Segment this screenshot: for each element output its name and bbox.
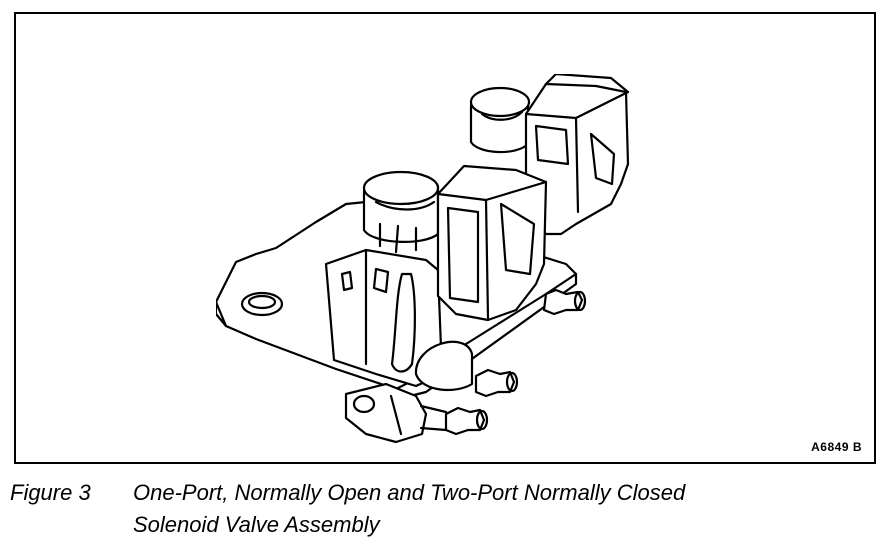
caption-label: Figure 3 bbox=[10, 480, 91, 505]
front-connector-housing bbox=[436, 164, 548, 322]
caption-title-line-2: Solenoid Valve Assembly bbox=[133, 512, 380, 537]
port-nipple-lower bbox=[444, 406, 486, 436]
port-nipple-right bbox=[542, 288, 584, 316]
port-block bbox=[344, 382, 428, 444]
figure-frame: A6849 B bbox=[14, 12, 876, 464]
solenoid-valve-assembly-illustration bbox=[216, 74, 630, 444]
figure-caption: Figure 3 One-Port, Normally Open and Two… bbox=[10, 478, 880, 548]
figure-code: A6849 B bbox=[811, 440, 862, 454]
port-nipple-middle bbox=[474, 368, 516, 398]
caption-title-line-1: One-Port, Normally Open and Two-Port Nor… bbox=[133, 480, 686, 505]
